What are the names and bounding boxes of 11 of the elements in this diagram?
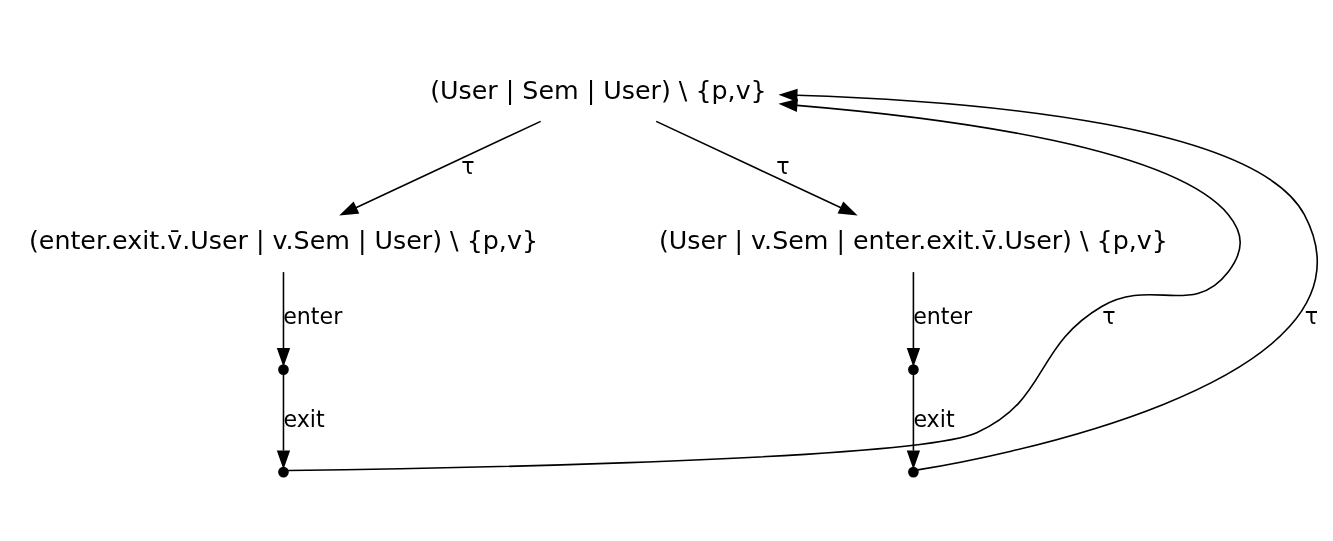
node-text: (User | v.Sem | enter.exit.v̄.User) \ {p,v} — [658, 225, 1168, 256]
edge-label: τ — [1102, 303, 1116, 330]
edge-label: τ — [1304, 303, 1319, 330]
node-text: (User | Sem | User) \ {p,v} — [430, 74, 767, 105]
edge-label: enter — [283, 303, 343, 330]
edge-label: enter — [913, 303, 973, 330]
edge-label: τ — [461, 152, 475, 179]
edge-label: exit — [283, 405, 325, 432]
node-text: (enter.exit.v̄.User | v.Sem | User) \ {p,v} — [28, 225, 538, 256]
edge-label: exit — [913, 405, 955, 432]
edge-label: τ — [776, 152, 790, 179]
